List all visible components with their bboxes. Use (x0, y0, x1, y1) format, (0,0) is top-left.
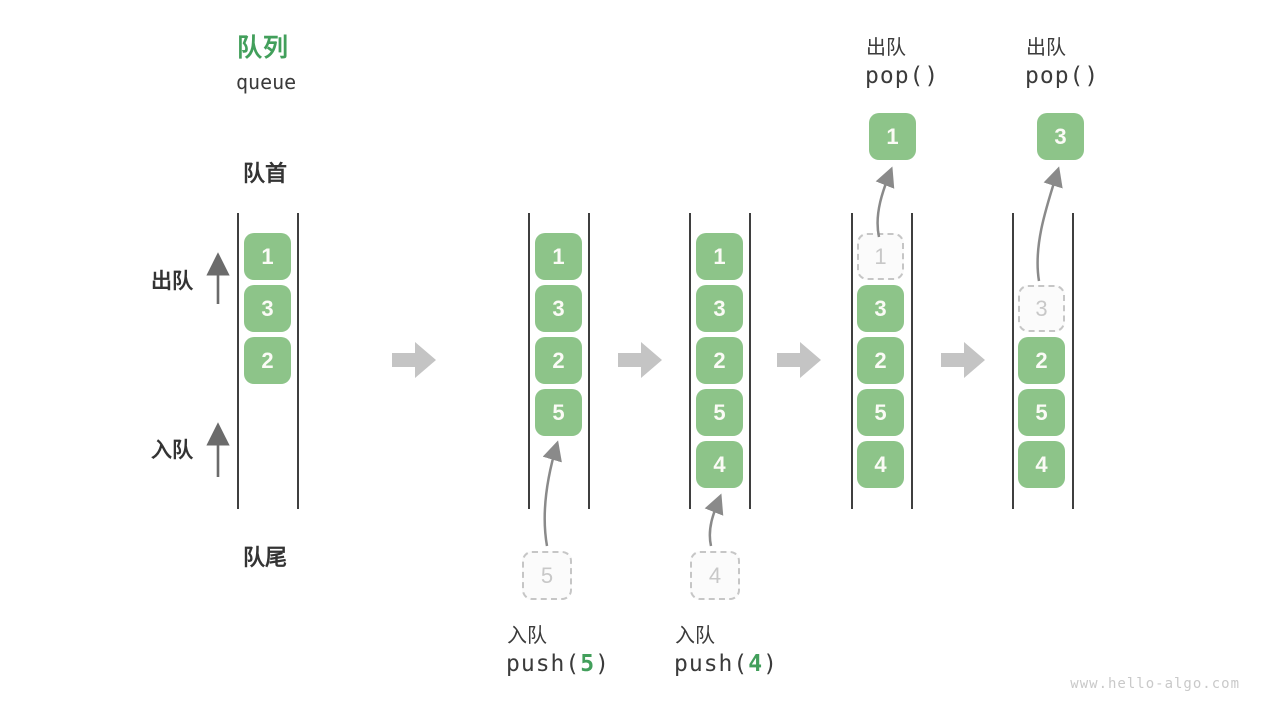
code-arg: 4 (748, 651, 764, 677)
push-op-label: 入队 (675, 625, 715, 647)
queue-item-box: 3 (857, 285, 904, 332)
queue-wall-line (237, 213, 239, 509)
queue-item-box: 2 (244, 337, 291, 384)
queue-item-box: 5 (1018, 389, 1065, 436)
code-text: push( (506, 651, 581, 677)
enqueue-curve-arrow-icon (542, 440, 562, 547)
state-transition-arrow-icon (392, 342, 985, 378)
queue-item-value: 1 (261, 243, 274, 269)
code-text: push( (674, 651, 749, 677)
code-text: ) (595, 651, 610, 677)
popped-item-box: 1 (869, 113, 916, 160)
queue-item-box: 1 (535, 233, 582, 280)
pop-op-code: pop() (1025, 63, 1100, 89)
queue-item-value: 2 (874, 347, 887, 373)
dequeued-ghost-box: 1 (857, 233, 904, 280)
push-op-code: push(4) (674, 651, 778, 677)
queue-item-box: 4 (1018, 441, 1065, 488)
queue-wall-line (1072, 213, 1074, 509)
queue-wall-line (588, 213, 590, 509)
queue-front-label: 队首 (243, 161, 288, 186)
pop-op-label: 出队 (1026, 37, 1066, 59)
queue-wall-line (689, 213, 691, 509)
queue-item-box: 2 (535, 337, 582, 384)
push-op-code: push(5) (506, 651, 610, 677)
queue-wall-line (297, 213, 299, 509)
push-op-label: 入队 (507, 625, 547, 647)
staged-value: 5 (540, 562, 554, 588)
queue-item-value: 4 (1035, 451, 1048, 477)
dequeue-curve-arrow-icon (875, 166, 895, 238)
staged-ghost-box: 5 (522, 551, 572, 600)
queue-item-box: 2 (857, 337, 904, 384)
code-arg: 5 (580, 651, 596, 677)
queue-item-value: 2 (1035, 347, 1048, 373)
queue-wall-line (851, 213, 853, 509)
pop-op-label: 出队 (866, 37, 906, 59)
watermark: www.hello-algo.com (1070, 676, 1240, 692)
queue-item-value: 2 (261, 347, 274, 373)
queue-item-value: 3 (874, 295, 887, 321)
queue-item-box: 4 (696, 441, 743, 488)
queue-item-value: 5 (552, 399, 565, 425)
queue-item-value: 5 (1035, 399, 1048, 425)
ghost-value: 1 (874, 243, 887, 269)
dequeued-ghost-box: 3 (1018, 285, 1065, 332)
queue-item-box: 5 (535, 389, 582, 436)
queue-item-value: 5 (713, 399, 726, 425)
queue-item-value: 2 (713, 347, 726, 373)
diagram-title-zh: 队列 (237, 34, 290, 62)
queue-item-value: 1 (552, 243, 565, 269)
queue-wall-line (749, 213, 751, 509)
queue-item-box: 3 (244, 285, 291, 332)
diagram-title-en: queue (236, 70, 297, 94)
queue-item-value: 2 (552, 347, 565, 373)
staged-value: 4 (708, 562, 722, 588)
queue-item-value: 3 (552, 295, 565, 321)
queue-item-value: 5 (874, 399, 887, 425)
enqueue-side-label: 入队 (151, 439, 193, 462)
queue-rear-label: 队尾 (243, 545, 288, 570)
queue-wall-line (528, 213, 530, 509)
dequeue-side-label: 出队 (151, 270, 193, 293)
queue-item-box: 5 (696, 389, 743, 436)
queue-wall-line (911, 213, 913, 509)
queue-item-box: 3 (535, 285, 582, 332)
popped-item-box: 3 (1037, 113, 1084, 160)
queue-item-value: 1 (713, 243, 726, 269)
queue-item-box: 2 (696, 337, 743, 384)
queue-item-value: 3 (713, 295, 726, 321)
ghost-value: 3 (1035, 295, 1048, 321)
queue-item-value: 4 (874, 451, 887, 477)
popped-value: 1 (886, 123, 899, 149)
staged-ghost-box: 4 (690, 551, 740, 600)
queue-item-box: 4 (857, 441, 904, 488)
pop-op-code: pop() (865, 63, 940, 89)
popped-value: 3 (1054, 123, 1067, 149)
dequeue-curve-arrow-icon (1036, 166, 1063, 282)
queue-wall-line (1012, 213, 1014, 509)
queue-item-box: 1 (696, 233, 743, 280)
queue-item-box: 5 (857, 389, 904, 436)
queue-item-value: 3 (261, 295, 274, 321)
enqueue-curve-arrow-icon (704, 493, 724, 547)
queue-item-box: 3 (696, 285, 743, 332)
queue-item-value: 4 (713, 451, 726, 477)
code-text: ) (763, 651, 778, 677)
queue-item-box: 1 (244, 233, 291, 280)
queue-item-box: 2 (1018, 337, 1065, 384)
